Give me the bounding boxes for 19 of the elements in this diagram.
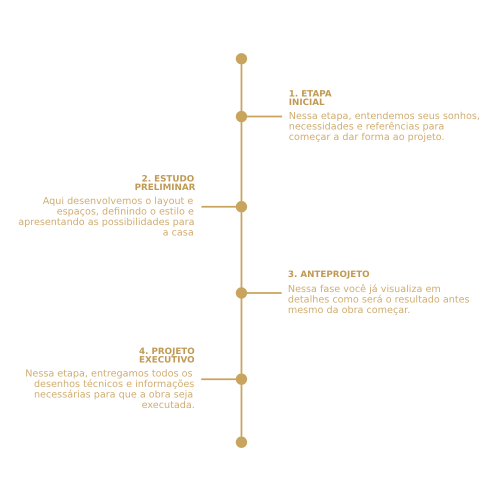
node-circle xyxy=(236,200,248,212)
connector xyxy=(240,64,242,111)
node-text: 2. ESTUDO PRELIMINAR Aqui desenvolvemos o layout e espaços, definindo o estilo e apresentando as possibilidades para a casa xyxy=(18,174,196,238)
node-circle xyxy=(236,373,248,384)
connector xyxy=(240,212,242,288)
node-circle xyxy=(236,436,248,448)
connector xyxy=(246,292,282,294)
connector xyxy=(240,384,242,436)
connector xyxy=(246,115,282,117)
node-text: 4. PROJETO EXECUTIVO Nessa etapa, entregamos todos os desenhos técnicos e informações necessárias para que a obra seja executada. xyxy=(25,346,195,410)
connector xyxy=(240,121,242,201)
node-circle xyxy=(236,110,248,122)
node-circle xyxy=(236,52,248,64)
connector xyxy=(201,378,236,380)
node-circle xyxy=(236,286,248,298)
node-text: 3. ANTEPROJETO Nessa fase você já visualiza em detalhes como será o resultado antes mesmo da obra começar. xyxy=(288,270,470,316)
connector xyxy=(201,205,236,208)
node-text: 1. ETAPA INICIAL Nessa etapa, entendemos seus sonhos, necessidades e referências para começar a dar forma ao projeto. xyxy=(288,88,480,143)
connector xyxy=(240,298,242,374)
